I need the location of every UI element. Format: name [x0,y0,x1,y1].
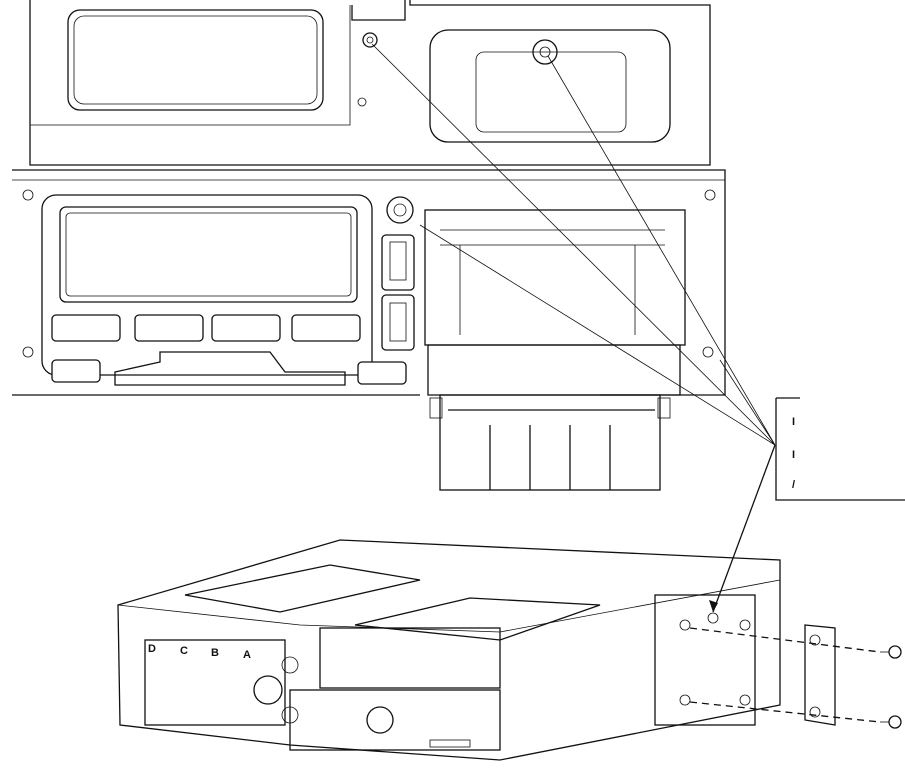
callout-box: I I / [775,397,905,501]
printer-drawer [424,209,686,491]
leader-lines [371,43,776,613]
front-button [134,314,204,342]
callout-text: I [792,416,795,428]
bottom-unit-isometric: D C B A [117,539,781,761]
screw-icon [880,645,902,659]
usb-port [381,294,415,351]
connector-label-b: B [211,647,219,659]
center-screw-icon [386,196,414,224]
front-button [291,314,361,342]
top-unit-front-panel [12,169,726,396]
connector-label-c: C [180,645,188,657]
top-unit-rear-housing [29,0,711,166]
screw-icon [880,715,902,729]
connector-label-a: A [243,649,251,661]
front-button [211,314,281,342]
connector-label-d: D [148,643,156,655]
mounting-bracket [689,624,902,729]
callout-text: I [792,449,795,461]
front-button [51,314,121,342]
callout-text: / [792,479,795,491]
